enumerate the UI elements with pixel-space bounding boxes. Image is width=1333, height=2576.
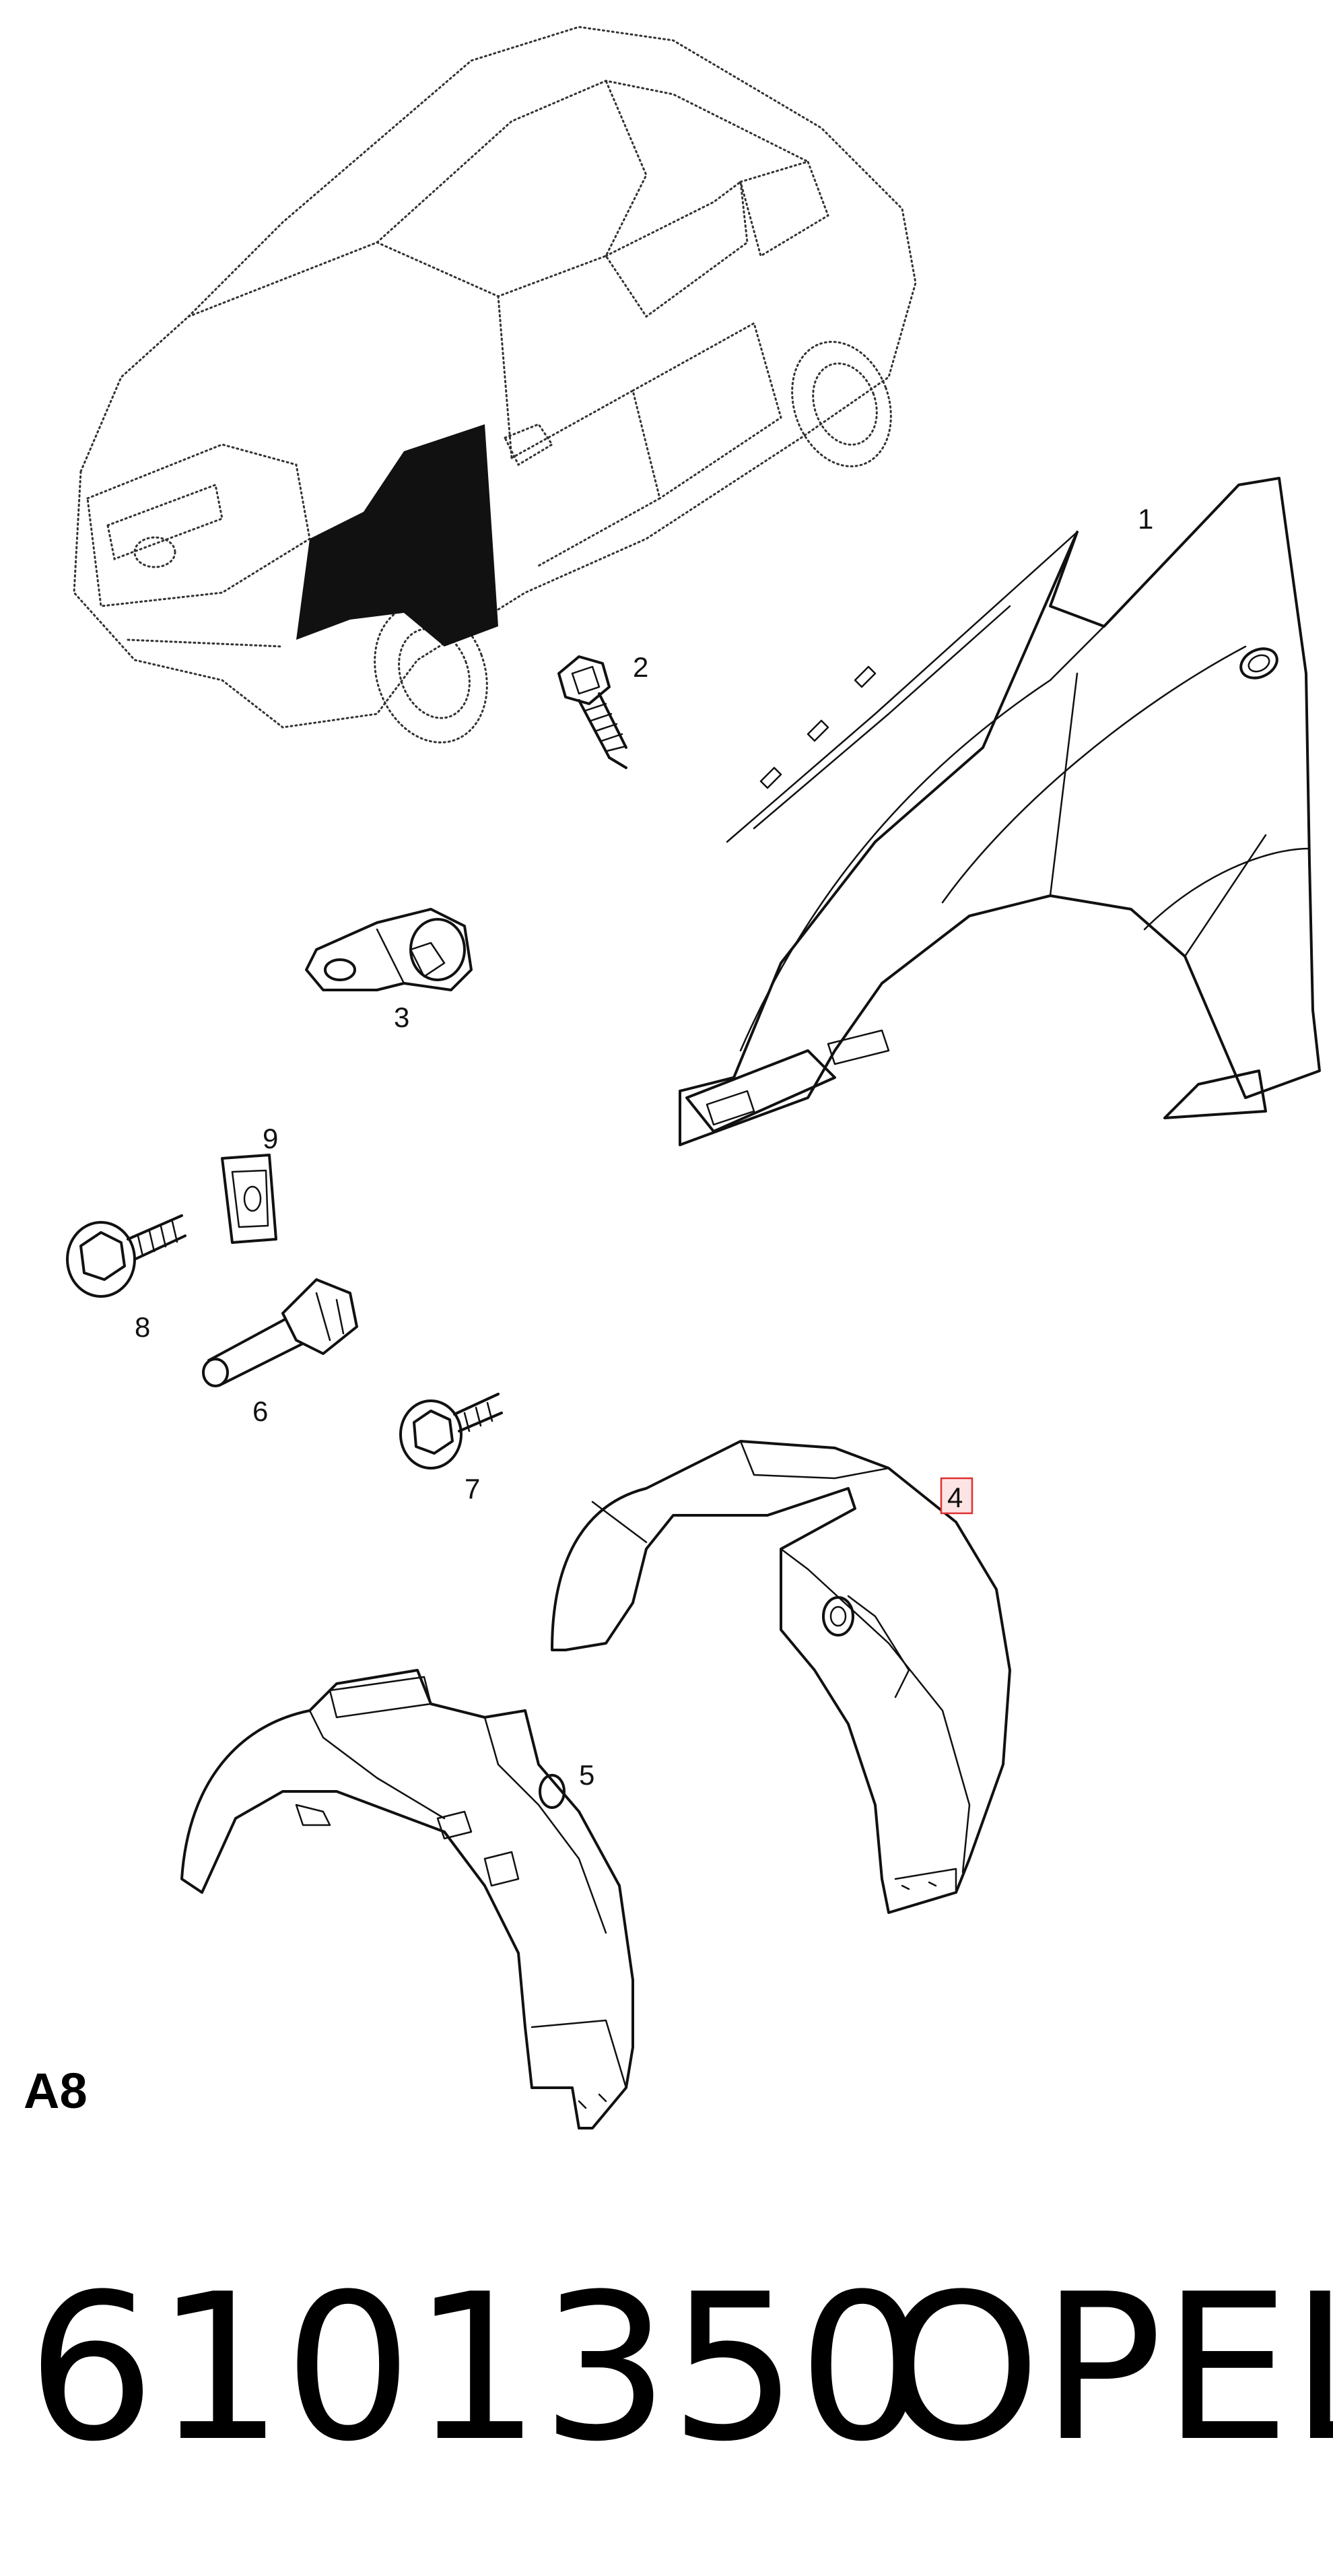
part-9-clip-nut [221,1154,277,1244]
vehicle-overview [73,26,917,744]
callout-9: 9 [263,1123,278,1154]
callout-1: 1 [1138,503,1153,535]
part-8-flange-screw [66,1214,186,1298]
part-1-front-fender [679,477,1321,1146]
sheet-code: A8 [24,2063,88,2119]
part-7-flange-screw [399,1393,503,1469]
highlighted-fender-location [296,424,498,647]
callout-labels: 1 2 3 4 5 6 7 8 9 [135,503,1153,1791]
callout-3: 3 [394,1001,409,1033]
part-6-expanding-rivet [202,1278,358,1387]
callout-5: 5 [579,1759,594,1791]
part-2-hex-bolt [557,655,627,769]
callout-7: 7 [465,1473,480,1505]
callout-4-highlight-box [940,1477,973,1515]
part-5-wheel-arch-liner [180,1669,634,2129]
callout-4: 4 [947,1482,963,1513]
callout-6: 6 [252,1395,268,1427]
part-number: 6101350 [27,2251,926,2486]
callout-8: 8 [135,1311,150,1343]
part-3-bracket [305,908,473,991]
callout-2: 2 [633,651,648,683]
brand-name: OPEL [882,2251,1333,2486]
part-4-wheel-arch-liner [551,1440,1011,1914]
